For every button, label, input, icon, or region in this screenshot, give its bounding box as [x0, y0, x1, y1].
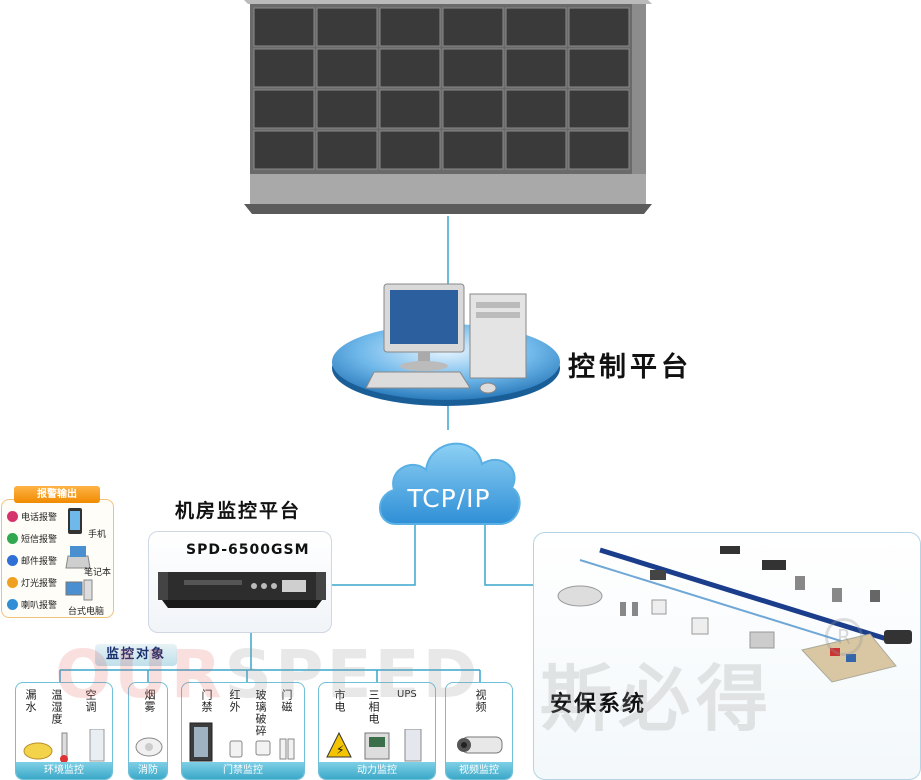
- alarm-item-label: 灯光报警: [21, 579, 58, 589]
- category-environment: 漏水 温湿度 空调 环境监控: [15, 682, 113, 780]
- alarm-item-speaker: 喇叭报警: [7, 598, 57, 611]
- category-footer: 门禁监控: [182, 762, 304, 779]
- alarm-item-label: 邮件报警: [21, 557, 58, 567]
- device-desktop-label: 台式电脑: [68, 607, 105, 617]
- alarm-item-phone: 电话报警: [7, 510, 57, 523]
- security-system-panel: [533, 532, 921, 780]
- control-platform-label: 控制平台: [568, 352, 692, 383]
- power-devices-image: ⚡: [326, 729, 422, 762]
- security-system-label: 安保系统: [550, 691, 647, 717]
- power-label-threephase: 三相电: [367, 689, 380, 725]
- access-label-glass: 玻璃破碎: [254, 689, 267, 737]
- alarm-item-light: 灯光报警: [7, 576, 57, 589]
- access-label-magnet: 门磁: [280, 689, 293, 713]
- category-footer: 消防: [129, 762, 167, 779]
- mail-alarm-icon: [7, 555, 18, 566]
- category-fire: 烟雾 消防: [128, 682, 168, 780]
- alarm-item-label: 电话报警: [21, 513, 58, 523]
- power-label-ups: UPS: [397, 689, 417, 700]
- network-cloud-icon: [379, 442, 521, 525]
- control-computer-image: [332, 283, 560, 406]
- category-video: 视频 视频监控: [445, 682, 513, 780]
- light-alarm-icon: [7, 577, 18, 588]
- camera-icon: [457, 736, 503, 754]
- device-laptop-label: 笔记本: [84, 568, 112, 578]
- phone-alarm-icon: [7, 511, 18, 522]
- rack-device-image: [158, 572, 326, 608]
- power-label-mains: 市电: [333, 689, 346, 713]
- fire-label-smoke: 烟雾: [143, 689, 156, 713]
- alarm-devices-image: [65, 508, 93, 601]
- speaker-alarm-icon: [7, 599, 18, 610]
- monitor-objects-title: 监控对象: [95, 644, 177, 666]
- svg-text:⚡: ⚡: [336, 743, 344, 757]
- device-model-label: SPD-6500GSM: [186, 542, 310, 558]
- registered-mark: R: [825, 618, 863, 656]
- category-access: 门禁 红外 玻璃破碎 门磁 门禁监控: [181, 682, 305, 780]
- video-wall-image: [244, 0, 652, 214]
- access-label-infrared: 红外: [228, 689, 241, 713]
- brand-watermark-cn: 斯必得: [540, 656, 775, 741]
- access-label-door: 门禁: [200, 689, 213, 713]
- env-label-leak: 漏水: [24, 689, 37, 713]
- env-label-humidity: 温湿度: [50, 689, 63, 725]
- device-phone-label: 手机: [88, 530, 107, 540]
- access-sensors-image: [189, 722, 295, 762]
- alarm-item-mail: 邮件报警: [7, 554, 57, 567]
- category-power: 市电 三相电 UPS ⚡ 动力监控: [318, 682, 436, 780]
- network-label: TCP/IP: [407, 484, 491, 513]
- room-monitor-title: 机房监控平台: [175, 500, 302, 522]
- environment-sensors-image: [23, 729, 105, 763]
- category-footer: 环境监控: [16, 762, 112, 779]
- sms-alarm-icon: [7, 533, 18, 544]
- category-footer: 视频监控: [446, 762, 512, 779]
- alarm-item-label: 喇叭报警: [21, 601, 58, 611]
- video-label: 视频: [474, 689, 487, 713]
- category-footer: 动力监控: [319, 762, 435, 779]
- alarm-item-sms: 短信报警: [7, 532, 57, 545]
- alarm-output-title: 报警输出: [14, 486, 100, 503]
- alarm-item-label: 短信报警: [21, 535, 58, 545]
- smoke-detector-icon: [135, 737, 163, 757]
- env-label-aircon: 空调: [84, 689, 97, 713]
